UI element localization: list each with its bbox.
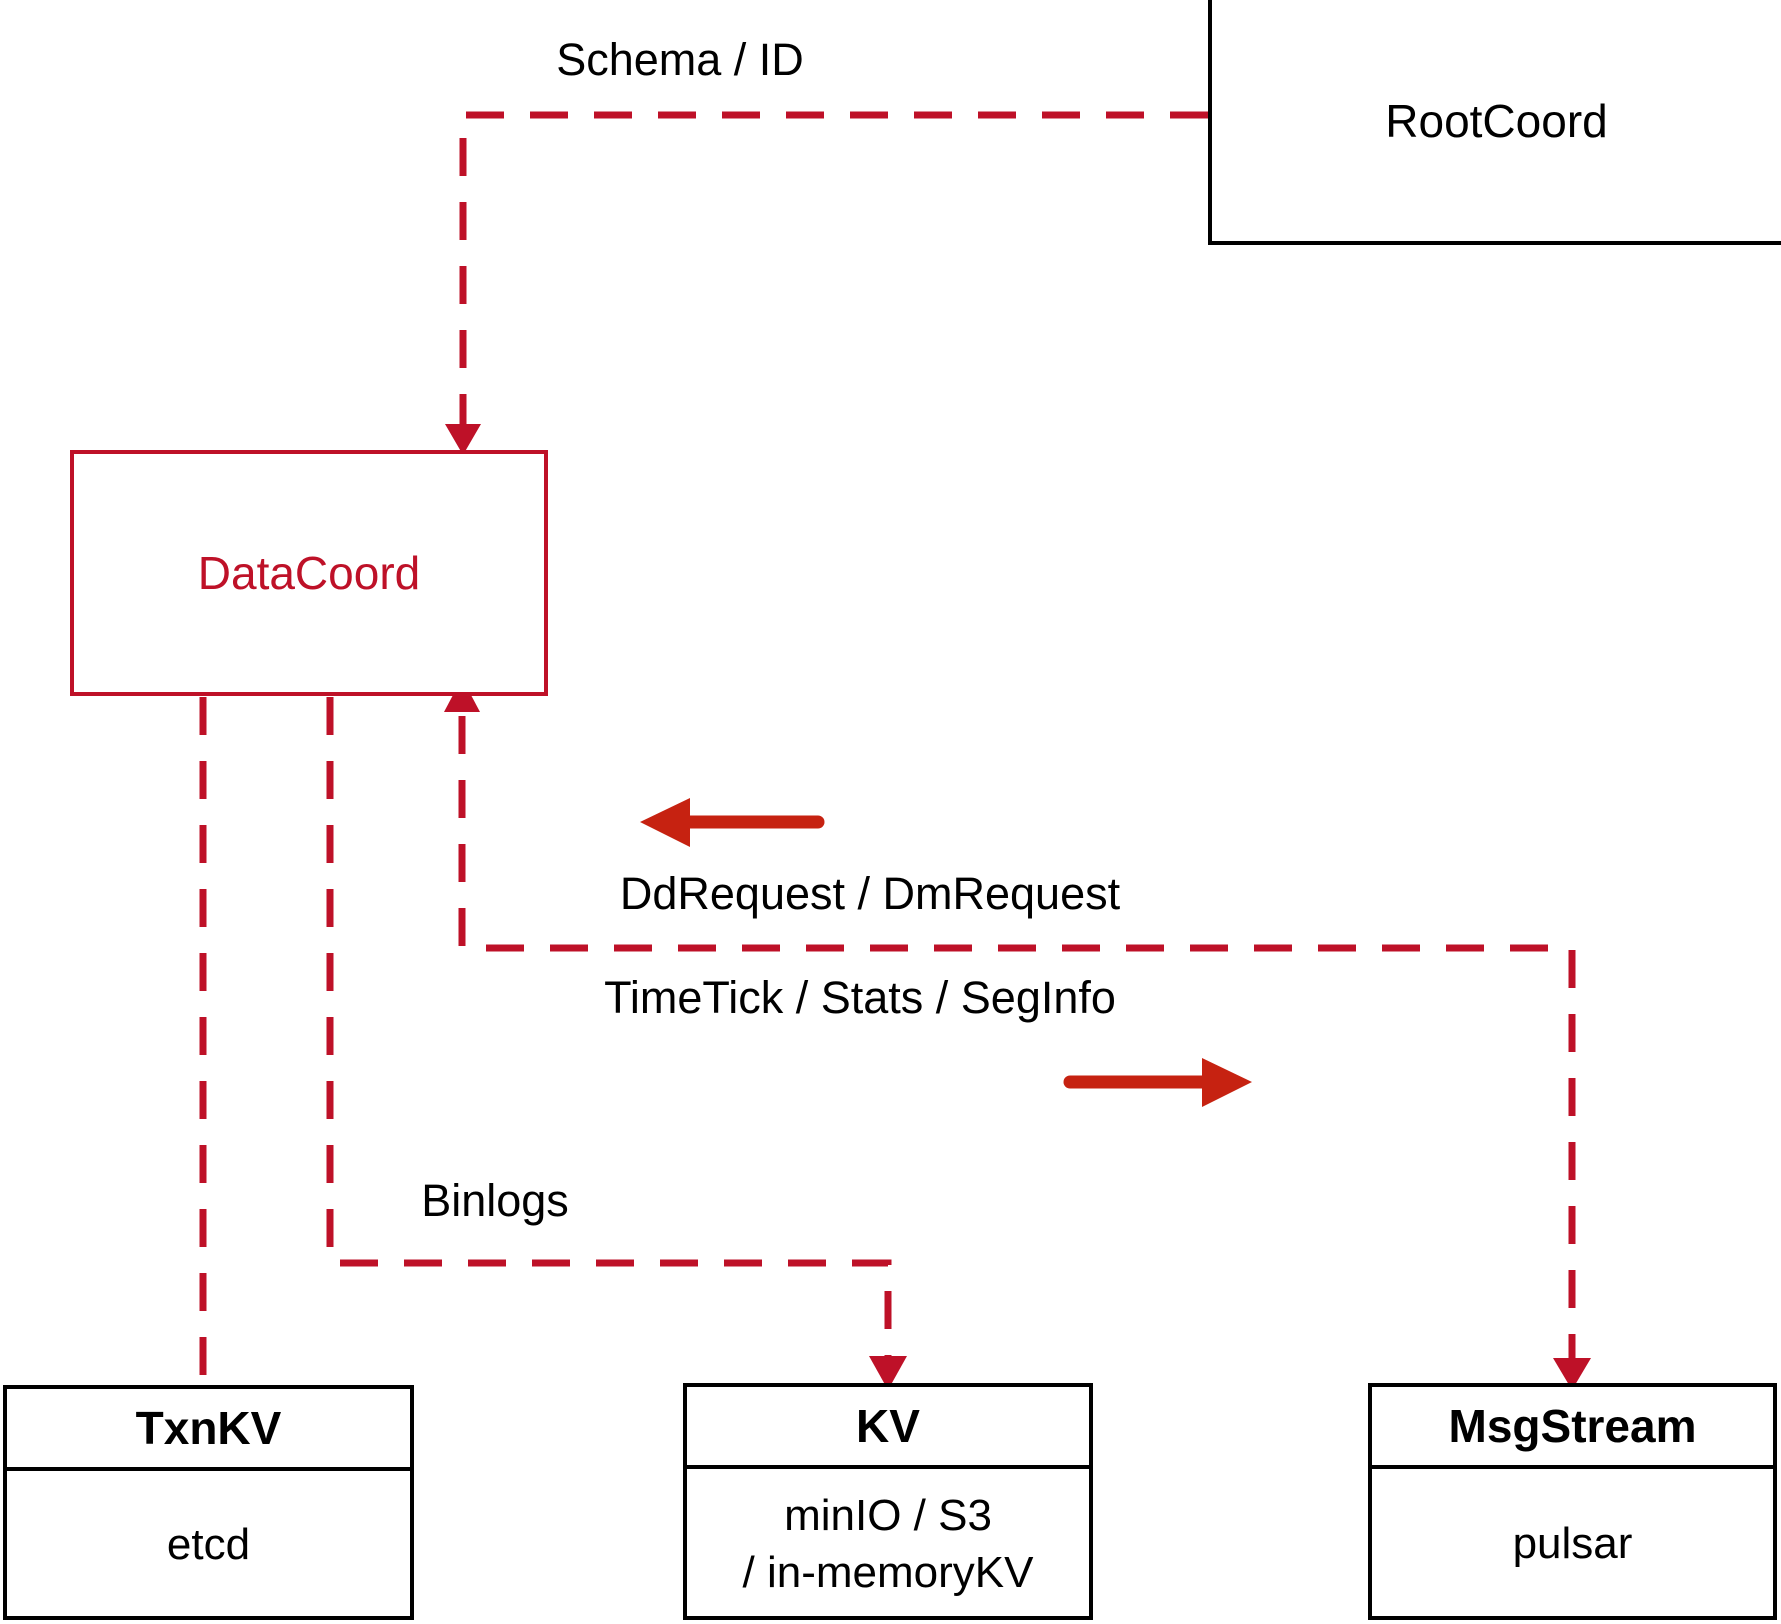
edge-label-schema-id: Schema / ID xyxy=(556,34,804,85)
node-msgstream[interactable]: MsgStream pulsar xyxy=(1368,1383,1777,1620)
edge-binlogs xyxy=(326,697,907,1390)
node-msgstream-divider xyxy=(1372,1465,1773,1469)
node-txnkv-impl: etcd xyxy=(166,1520,251,1570)
edge-msgstream-dashed xyxy=(444,678,1591,1390)
edge-label-binlogs: Binlogs xyxy=(421,1175,569,1226)
node-rootcoord-title: RootCoord xyxy=(1385,94,1608,147)
node-kv-title: KV xyxy=(856,1400,920,1452)
arrow-timetick-stats-seginfo xyxy=(1063,1058,1252,1107)
node-msgstream-compartment: pulsar xyxy=(1372,1469,1773,1620)
edge-schema-id xyxy=(445,111,1208,455)
edge-label-ddrequest-dmrequest: DdRequest / DmRequest xyxy=(619,868,1121,919)
node-kv-compartment: minIO / S3 / in-memoryKV xyxy=(687,1469,1089,1620)
arrow-ddrequest-dmrequest xyxy=(640,798,825,847)
node-kv[interactable]: KV minIO / S3 / in-memoryKV xyxy=(683,1383,1093,1620)
node-kv-impl-line-2: / in-memoryKV xyxy=(742,1547,1034,1597)
node-msgstream-title: MsgStream xyxy=(1448,1400,1697,1452)
node-txnkv-title: TxnKV xyxy=(135,1402,282,1454)
node-datacoord-title: DataCoord xyxy=(197,547,421,599)
node-kv-impl-line-1: minIO / S3 xyxy=(784,1491,992,1541)
node-msgstream-impl: pulsar xyxy=(1512,1519,1633,1569)
node-datacoord[interactable]: DataCoord xyxy=(70,450,548,696)
node-txnkv-divider xyxy=(7,1467,410,1471)
node-txnkv[interactable]: TxnKV etcd xyxy=(3,1385,414,1620)
node-kv-divider xyxy=(687,1465,1089,1469)
node-txnkv-compartment: etcd xyxy=(7,1471,410,1620)
edge-label-timetick-stats-seginfo: TimeTick / Stats / SegInfo xyxy=(604,972,1116,1023)
node-rootcoord[interactable]: RootCoord xyxy=(1208,0,1781,245)
